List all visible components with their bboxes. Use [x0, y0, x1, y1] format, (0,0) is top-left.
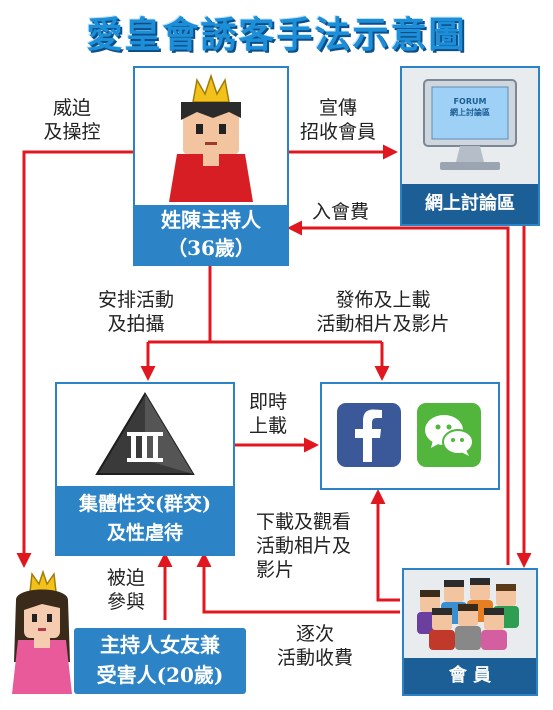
group-line2: 及性虐待: [106, 522, 183, 544]
facebook-icon: [337, 403, 401, 467]
social-node: [320, 382, 500, 490]
label-instant-upload: 即時 上載: [248, 391, 287, 437]
girlfriend-caption: 主持人女友兼 受害人(20歲): [74, 628, 246, 694]
forum-node: FORUM 網上討論區 網上討論區: [400, 66, 540, 226]
group-node: 集體性交(群交) 及性虐待: [55, 382, 235, 556]
girlfriend-avatar-icon: [12, 570, 72, 694]
members-caption: 會 員: [404, 658, 536, 694]
host-age: （36歲）: [167, 236, 255, 260]
members-group-icon: [417, 578, 519, 650]
arrow-coerce: [16, 150, 133, 568]
pyramid-iii-icon: [95, 392, 195, 475]
diagram-title: 愛皇會誘客手法示意圖: [86, 14, 467, 56]
group-caption: 集體性交(群交) 及性虐待: [57, 486, 233, 554]
forum-screen-line2: 網上討論區: [450, 108, 490, 117]
label-publish: 發佈及上載 活動相片及影片: [316, 289, 450, 335]
label-promote: 宣傳 招收會員: [299, 97, 376, 143]
label-coerce: 威迫 及操控: [43, 97, 101, 143]
forum-screen-line1: FORUM: [453, 97, 487, 106]
arrow-download: [370, 489, 400, 602]
label-per-fee: 逐次 活動收費: [276, 623, 353, 669]
group-line1: 集體性交(群交): [79, 493, 211, 515]
wechat-icon: [417, 403, 481, 467]
arrow-per-fee: [196, 552, 400, 614]
label-join-fee: 入會費: [312, 201, 370, 223]
girlfriend-line2: 受害人(20歲): [96, 663, 224, 687]
label-download: 下載及觀看 活動相片及 影片: [256, 511, 352, 581]
arrow-host-split: [148, 262, 382, 344]
computer-monitor-icon: [423, 79, 517, 170]
forum-caption: 網上討論區: [402, 184, 538, 224]
label-forced: 被迫 參與: [106, 567, 145, 613]
host-node: 姓陳主持人 （36歲）: [133, 66, 289, 266]
girlfriend-line1: 主持人女友兼: [100, 633, 220, 657]
forum-screen-text: FORUM 網上討論區: [432, 96, 508, 118]
host-avatar-icon: [169, 73, 253, 202]
host-name: 姓陳主持人: [161, 208, 261, 232]
label-arrange: 安排活動 及拍攝: [97, 289, 174, 335]
members-node: 會 員: [402, 568, 538, 696]
arrow-join-fee: [287, 220, 510, 565]
host-caption: 姓陳主持人 （36歲）: [135, 205, 287, 264]
